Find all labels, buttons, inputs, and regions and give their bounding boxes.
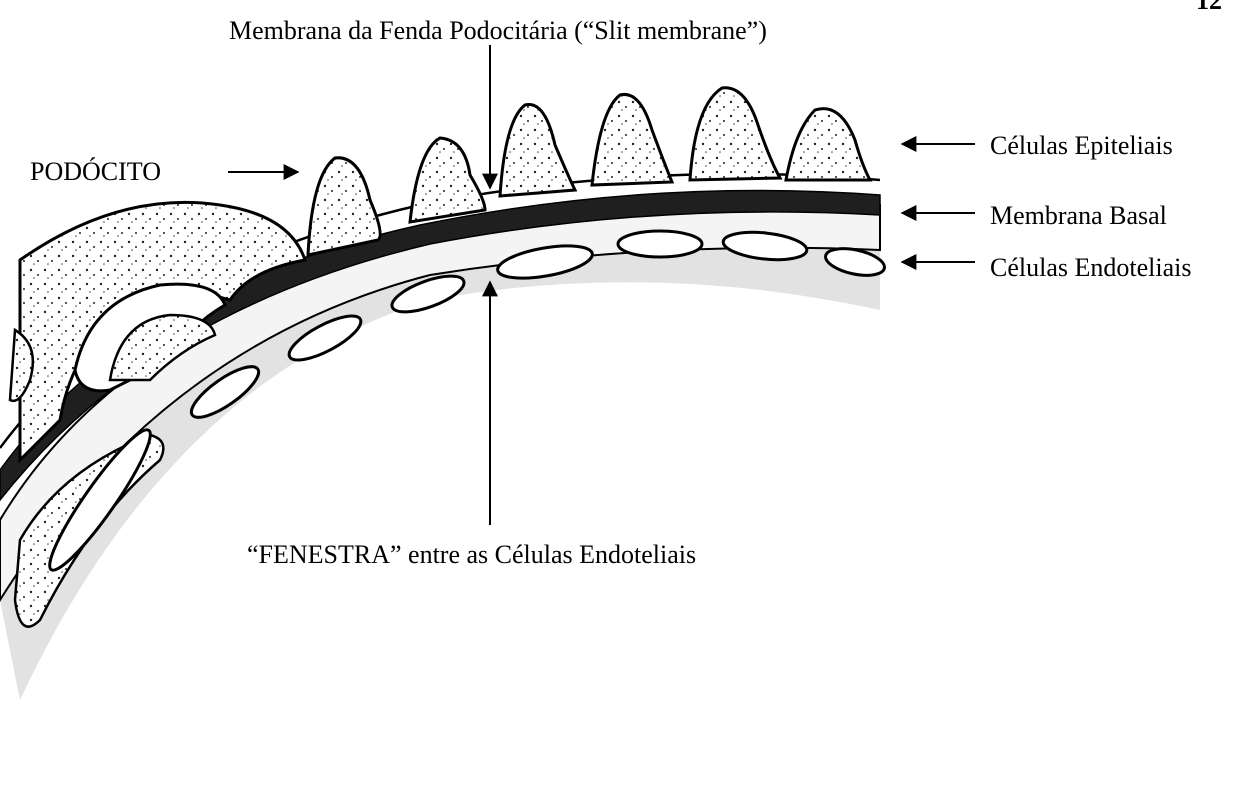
label-fenestra: “FENESTRA” entre as Células Endoteliais	[247, 540, 696, 570]
label-endothelial-cells: Células Endoteliais	[990, 253, 1191, 283]
label-podocyte: PODÓCITO	[30, 157, 161, 187]
foot-process	[592, 94, 672, 185]
endothelial-cell	[618, 231, 702, 257]
label-slit-membrane: Membrana da Fenda Podocitária (“Slit mem…	[229, 16, 767, 46]
foot-process	[410, 138, 485, 222]
page-number: 12	[1196, 0, 1222, 16]
foot-process	[690, 88, 780, 180]
label-epithelial-cells: Células Epiteliais	[990, 131, 1173, 161]
foot-process	[786, 109, 870, 180]
foot-process	[500, 105, 575, 197]
label-basal-membrane: Membrana Basal	[990, 201, 1167, 231]
foot-process	[308, 158, 380, 255]
